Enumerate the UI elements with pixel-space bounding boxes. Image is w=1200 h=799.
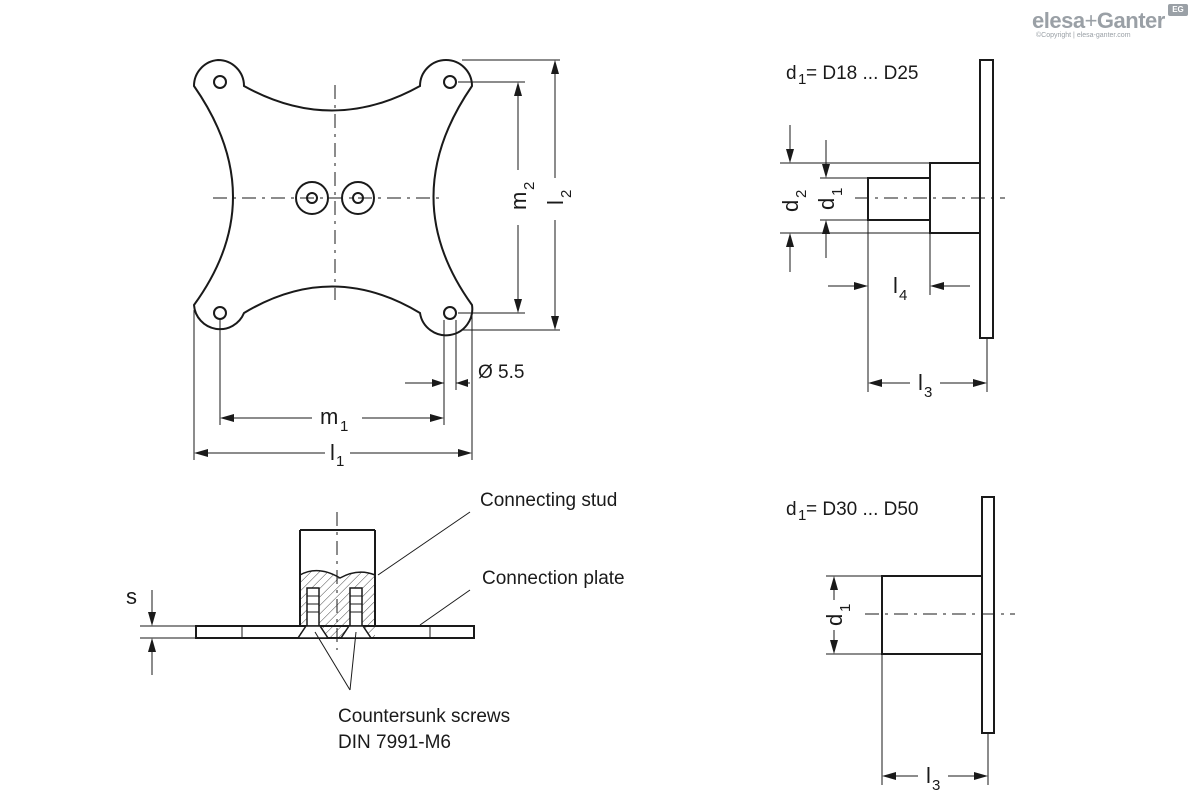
- range-large-prefix: d: [786, 499, 797, 520]
- range-small-prefix: d: [786, 63, 797, 84]
- screws-label-line1: Countersunk screws: [338, 706, 510, 727]
- leader-line: [349, 631, 357, 691]
- range-small-subscript: 1: [798, 71, 806, 88]
- leader-line: [377, 511, 471, 576]
- l1-symbol: l: [330, 440, 335, 465]
- side-view-small: [780, 59, 1005, 392]
- l3-small-subscript: 3: [924, 384, 932, 401]
- mount-hole: [213, 75, 227, 89]
- mount-hole: [443, 75, 457, 89]
- brand-badge: EG: [1168, 4, 1188, 16]
- copyright-note: ©Copyright | elesa-ganter.com: [1036, 32, 1131, 39]
- screw-right: [349, 587, 363, 627]
- d1-large-symbol: d: [822, 614, 847, 626]
- stud-body: [867, 177, 931, 221]
- d2-symbol: d: [778, 200, 803, 212]
- d1-subscript: 1: [829, 188, 846, 196]
- connecting-stud-label: Connecting stud: [480, 490, 617, 511]
- screws-label-line2: DIN 7991-M6: [338, 732, 451, 753]
- l4-symbol: l: [893, 273, 898, 298]
- l2-subscript: 2: [558, 190, 575, 198]
- range-large-text: = D30 ... D50: [806, 499, 918, 520]
- hole-diameter-label: Ø 5.5: [478, 362, 524, 383]
- m2-subscript: 2: [521, 182, 538, 190]
- l3-large-subscript: 3: [932, 777, 940, 794]
- l1-subscript: 1: [336, 453, 344, 470]
- top-view: [192, 58, 560, 460]
- l3-small-symbol: l: [918, 370, 923, 395]
- counterbore-hole: [295, 181, 329, 215]
- m2-symbol: m: [506, 192, 531, 210]
- brand-logo: elesa+Ganter: [1032, 8, 1165, 33]
- d1-symbol: d: [814, 198, 839, 210]
- mount-hole: [443, 306, 457, 320]
- leader-line: [314, 631, 351, 691]
- l2-symbol: l: [543, 200, 568, 205]
- range-large-subscript: 1: [798, 507, 806, 524]
- connection-plate-label: Connection plate: [482, 568, 625, 589]
- m1-symbol: m: [320, 404, 338, 429]
- side-view-large: [826, 496, 1015, 785]
- screw-left: [306, 587, 320, 627]
- l3-large-symbol: l: [926, 763, 931, 788]
- l4-subscript: 4: [899, 287, 907, 304]
- range-small-text: = D18 ... D25: [806, 63, 918, 84]
- stud-body: [881, 575, 983, 655]
- section-view: [140, 511, 475, 691]
- flange-plate: [981, 496, 995, 734]
- leader-line: [419, 589, 471, 626]
- screw-head-left: [296, 625, 330, 639]
- d1-large-subscript: 1: [837, 604, 854, 612]
- m1-subscript: 1: [340, 418, 348, 435]
- s-symbol: s: [126, 584, 137, 609]
- flange-plate: [979, 59, 994, 339]
- mount-hole: [213, 306, 227, 320]
- d2-subscript: 2: [793, 190, 810, 198]
